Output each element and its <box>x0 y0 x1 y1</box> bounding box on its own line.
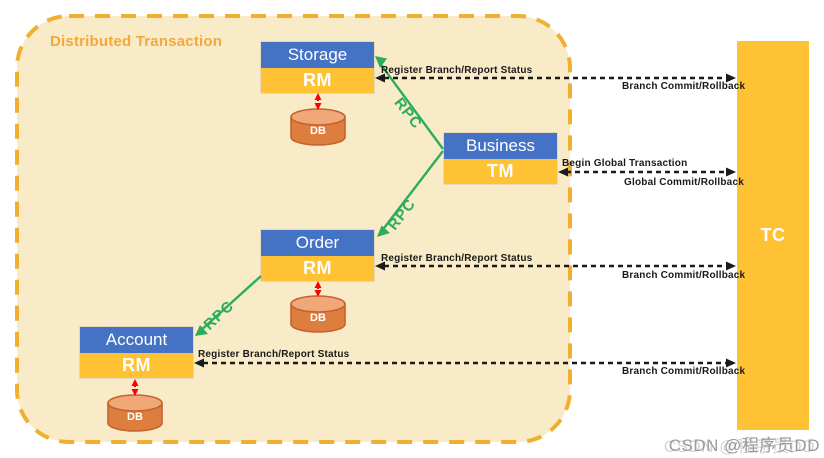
db-label-order: DB <box>310 312 326 324</box>
branch-commit-label-storage: Branch Commit/Rollback <box>622 81 746 92</box>
service-name-account: Account <box>80 327 193 353</box>
register-branch-label-order: Register Branch/Report Status <box>381 253 533 264</box>
service-name-business: Business <box>444 133 557 159</box>
service-role-account-rm: RM <box>80 353 193 378</box>
register-branch-label-storage: Register Branch/Report Status <box>381 65 533 76</box>
service-box-storage: Storage RM <box>261 42 374 93</box>
watermark-text: CSDN @程序员DD <box>668 436 820 455</box>
branch-commit-label-order: Branch Commit/Rollback <box>622 270 746 281</box>
boundary-title: Distributed Transaction <box>50 33 223 50</box>
database-cylinder-storage: DB <box>290 108 346 146</box>
service-role-storage-rm: RM <box>261 68 374 93</box>
branch-commit-label-account: Branch Commit/Rollback <box>622 366 746 377</box>
service-name-order: Order <box>261 230 374 256</box>
service-box-account: Account RM <box>80 327 193 378</box>
register-branch-label-account: Register Branch/Report Status <box>198 349 350 360</box>
transaction-coordinator-box: TC <box>737 41 809 430</box>
global-commit-label: Global Commit/Rollback <box>624 177 744 188</box>
database-cylinder-account: DB <box>107 394 163 432</box>
db-label-storage: DB <box>310 125 326 137</box>
tc-label: TC <box>760 225 786 245</box>
service-box-order: Order RM <box>261 230 374 281</box>
service-box-business: Business TM <box>444 133 557 184</box>
begin-global-transaction-label: Begin Global Transaction <box>562 158 688 169</box>
service-name-storage: Storage <box>261 42 374 68</box>
db-label-account: DB <box>127 411 143 423</box>
database-cylinder-order: DB <box>290 295 346 333</box>
service-role-business-tm: TM <box>444 159 557 184</box>
service-role-order-rm: RM <box>261 256 374 281</box>
